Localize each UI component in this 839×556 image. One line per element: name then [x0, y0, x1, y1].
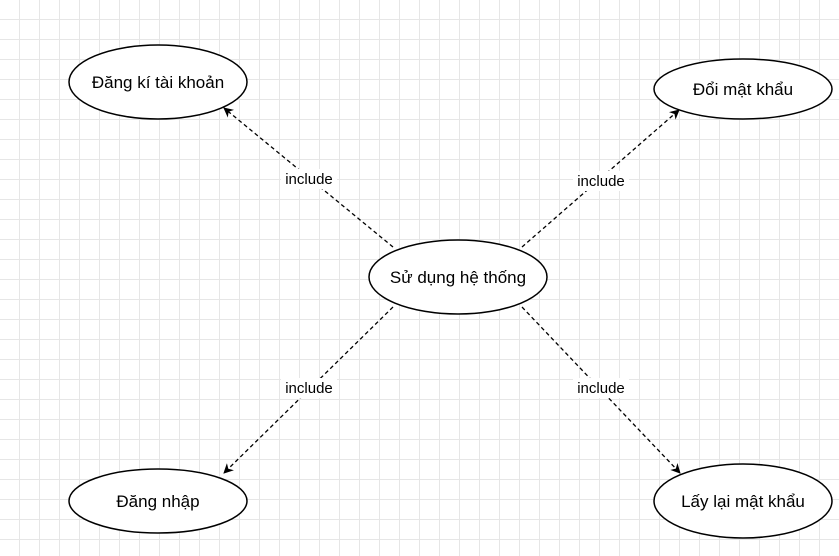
- edge-to-login: include: [223, 306, 394, 474]
- use-case-login[interactable]: Đăng nhập: [68, 468, 248, 534]
- use-case-label: Đăng nhập: [116, 492, 199, 511]
- edge-label-background: [281, 169, 337, 189]
- edge-to-register: include: [223, 107, 394, 248]
- edge-label-include: include: [577, 380, 625, 397]
- use-case-ellipse: [68, 44, 248, 120]
- use-case-center[interactable]: Sử dụng hệ thống: [368, 239, 548, 315]
- edge-label-include: include: [577, 173, 625, 190]
- edge-to-change-password: include: [521, 109, 680, 248]
- include-arrow: [223, 306, 394, 474]
- use-case-label: Đổi mật khẩu: [693, 80, 793, 99]
- use-case-ellipse: [653, 58, 833, 120]
- edge-label-include: include: [285, 171, 333, 188]
- include-arrow: [223, 107, 394, 248]
- use-case-ellipse: [653, 463, 833, 539]
- use-case-label: Sử dụng hệ thống: [390, 268, 526, 287]
- use-case-label: Đăng kí tài khoản: [92, 73, 224, 92]
- use-case-change-password[interactable]: Đổi mật khẩu: [653, 58, 833, 120]
- use-case-ellipse: [368, 239, 548, 315]
- edge-label-background: [573, 171, 629, 191]
- edge-label-include: include: [285, 380, 333, 397]
- use-case-label: Lấy lại mật khẩu: [681, 492, 805, 511]
- use-case-ellipse: [68, 468, 248, 534]
- edge-label-background: [281, 378, 337, 398]
- use-case-recover-password[interactable]: Lấy lại mật khẩu: [653, 463, 833, 539]
- edge-label-background: [573, 378, 629, 398]
- edge-to-recover-password: include: [521, 306, 681, 474]
- use-case-register[interactable]: Đăng kí tài khoản: [68, 44, 248, 120]
